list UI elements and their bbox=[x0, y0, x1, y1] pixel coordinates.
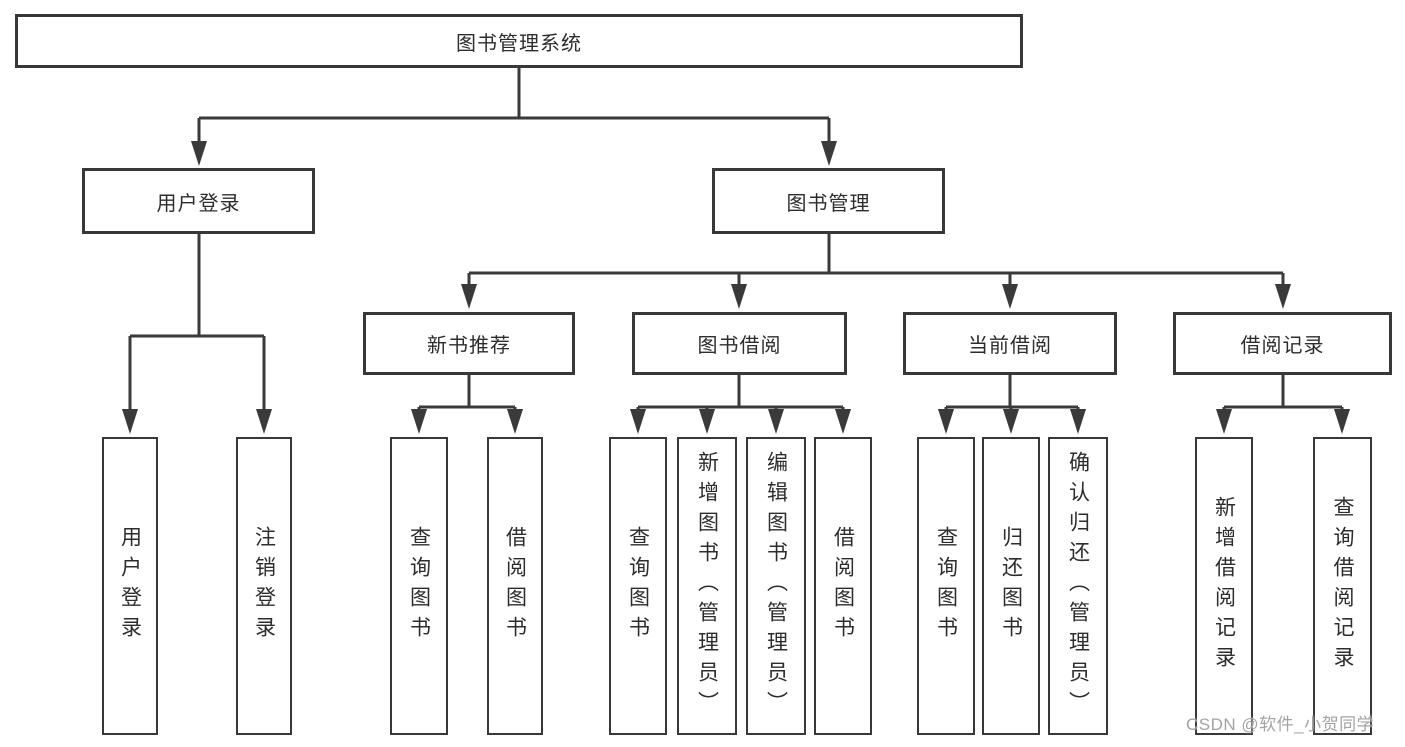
node-leaf-newbook-query-label: 查询图书 bbox=[407, 526, 431, 646]
node-book-borrow: 图书借阅 bbox=[632, 312, 847, 375]
csdn-watermark: CSDN @软件_小贺同学 bbox=[1186, 715, 1375, 734]
node-leaf-logout-label: 注销登录 bbox=[252, 526, 276, 646]
node-leaf-newbook-borrow: 借阅图书 bbox=[487, 437, 543, 735]
node-book-management: 图书管理 bbox=[712, 168, 945, 234]
node-leaf-current-return-label: 归还图书 bbox=[999, 526, 1023, 646]
node-leaf-borrow-edit-admin: 编辑图书（管理员） bbox=[746, 437, 806, 735]
node-leaf-borrow-query-label: 查询图书 bbox=[626, 526, 650, 646]
node-leaf-user-login-label: 用户登录 bbox=[118, 526, 142, 646]
node-borrow-records-label: 借阅记录 bbox=[1240, 335, 1325, 357]
node-borrow-records: 借阅记录 bbox=[1173, 312, 1392, 375]
node-leaf-current-return: 归还图书 bbox=[982, 437, 1040, 735]
node-leaf-record-query: 查询借阅记录 bbox=[1313, 437, 1372, 735]
node-new-book-recommend: 新书推荐 bbox=[363, 312, 575, 375]
node-leaf-borrow-edit-admin-label: 编辑图书（管理员） bbox=[764, 451, 788, 721]
node-leaf-current-confirm-admin-label: 确认归还（管理员） bbox=[1066, 451, 1090, 721]
node-leaf-current-query: 查询图书 bbox=[917, 437, 975, 735]
node-leaf-borrow-add-admin-label: 新增图书（管理员） bbox=[695, 451, 719, 721]
node-leaf-newbook-borrow-label: 借阅图书 bbox=[503, 526, 527, 646]
node-user-login: 用户登录 bbox=[82, 168, 315, 234]
node-leaf-record-query-label: 查询借阅记录 bbox=[1331, 496, 1354, 676]
node-root: 图书管理系统 bbox=[15, 14, 1023, 68]
node-user-login-label: 用户登录 bbox=[156, 192, 241, 215]
node-leaf-record-add: 新增借阅记录 bbox=[1195, 437, 1253, 735]
node-leaf-borrow-borrow-label: 借阅图书 bbox=[831, 526, 855, 646]
node-leaf-current-query-label: 查询图书 bbox=[934, 526, 958, 646]
node-current-borrow-label: 当前借阅 bbox=[968, 335, 1052, 357]
node-book-management-label: 图书管理 bbox=[786, 192, 871, 215]
node-leaf-logout: 注销登录 bbox=[236, 437, 292, 735]
node-leaf-record-add-label: 新增借阅记录 bbox=[1212, 496, 1236, 676]
node-leaf-current-confirm-admin: 确认归还（管理员） bbox=[1048, 437, 1108, 735]
node-new-book-recommend-label: 新书推荐 bbox=[427, 335, 511, 357]
node-root-label: 图书管理系统 bbox=[456, 32, 582, 55]
node-leaf-newbook-query: 查询图书 bbox=[390, 437, 448, 735]
node-leaf-user-login: 用户登录 bbox=[102, 437, 158, 735]
arrowheads bbox=[122, 141, 1350, 434]
node-leaf-borrow-borrow: 借阅图书 bbox=[814, 437, 872, 735]
node-book-borrow-label: 图书借阅 bbox=[697, 335, 782, 357]
node-leaf-borrow-add-admin: 新增图书（管理员） bbox=[677, 437, 737, 735]
node-current-borrow: 当前借阅 bbox=[903, 312, 1117, 375]
node-leaf-borrow-query: 查询图书 bbox=[609, 437, 667, 735]
